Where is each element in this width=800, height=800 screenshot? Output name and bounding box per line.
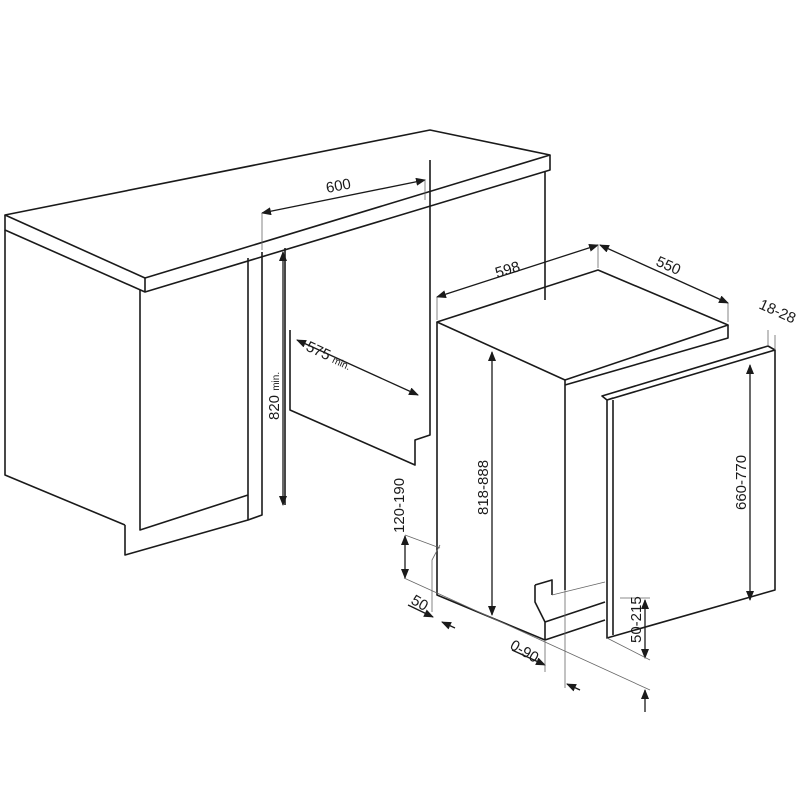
label-appliance-height: 818-888 — [475, 460, 492, 515]
label-niche-height: 820 min. — [266, 372, 283, 420]
countertop-edge — [4, 155, 551, 293]
dimension-labels: 600 598 550 18-28 575 min. 820 min. 818-… — [266, 175, 798, 666]
label-niche-width: 600 — [325, 175, 353, 196]
left-cabinet — [4, 230, 249, 556]
label-door-bottom-gap: 50-215 — [628, 596, 645, 643]
label-appliance-width: 598 — [493, 258, 522, 282]
dimension-lines — [261, 177, 776, 712]
dishwasher-side — [436, 322, 729, 641]
label-niche-depth: 575 min. — [303, 338, 354, 374]
dishwasher — [431, 269, 776, 641]
niche-walls — [247, 160, 546, 521]
label-plinth-offset: 50 — [408, 592, 431, 615]
label-plinth-setback: 0-90 — [507, 637, 542, 667]
dishwasher-door — [601, 345, 776, 639]
label-door-thickness: 18-28 — [756, 296, 798, 327]
label-appliance-depth: 550 — [653, 253, 683, 279]
dishwasher-plinth — [534, 579, 606, 641]
label-door-height: 660-770 — [733, 455, 750, 510]
countertop-top — [4, 129, 551, 279]
kitchen-cabinet — [4, 129, 551, 556]
label-plinth-height: 120-190 — [391, 478, 408, 533]
dishwasher-top — [436, 269, 729, 381]
